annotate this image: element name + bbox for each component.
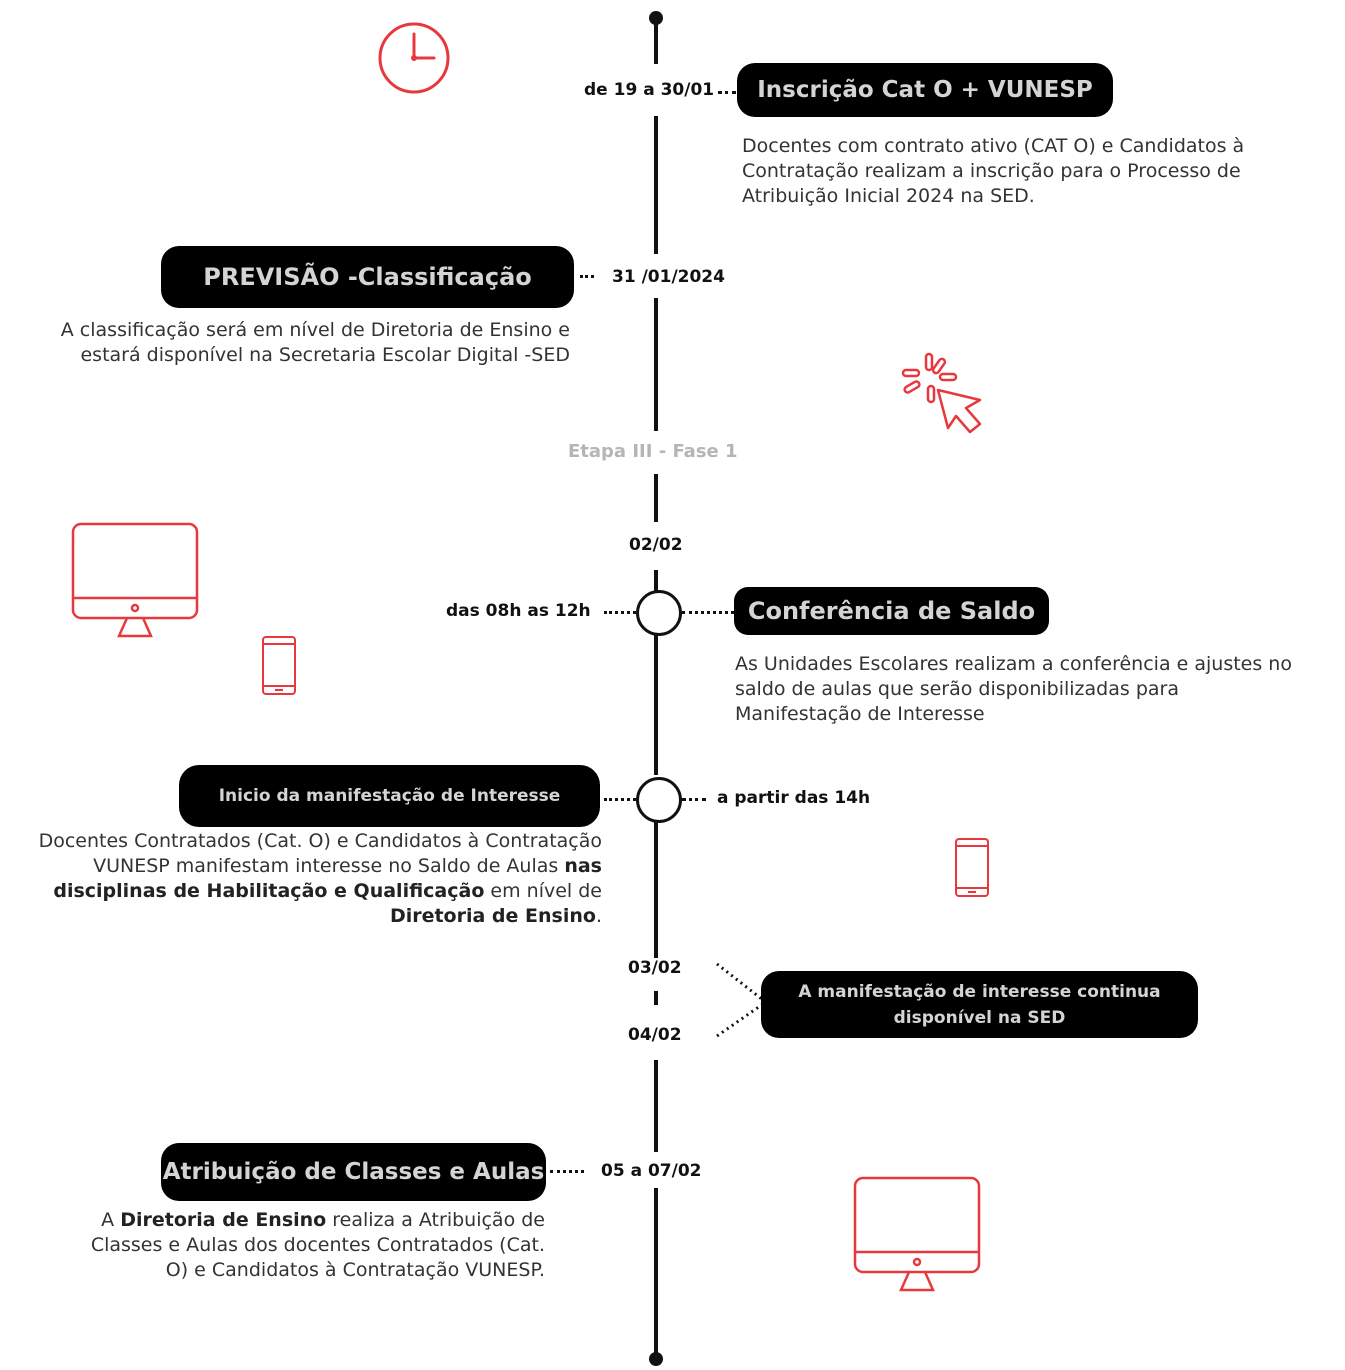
- continua-date-2: 04/02: [628, 1025, 682, 1045]
- timeline-start-dot: [649, 11, 663, 25]
- manifestacao-desc: Docentes Contratados (Cat. O) e Candidat…: [38, 830, 602, 927]
- continua-date-1: 03/02: [628, 958, 682, 978]
- inscricao-title: Inscrição Cat O + VUNESP: [737, 63, 1113, 117]
- conferencia-desc: As Unidades Escolares realizam a conferê…: [735, 653, 1292, 725]
- connector-dots: [604, 798, 636, 801]
- timeline-line: [654, 116, 658, 254]
- timeline-node: [636, 590, 682, 636]
- timeline-end-dot: [649, 1352, 663, 1366]
- classificacao-desc: A classificação será em nível de Diretor…: [60, 319, 570, 366]
- timeline-node: [636, 777, 682, 823]
- atribuicao-date: 05 a 07/02: [601, 1161, 702, 1181]
- inscricao-date: de 19 a 30/01: [584, 80, 715, 100]
- conferencia-title: Conferência de Saldo: [734, 587, 1049, 635]
- connector-dots: [718, 91, 736, 94]
- atribuicao-desc: A Diretoria de Ensino realiza a Atribuiç…: [90, 1209, 545, 1281]
- timeline-line: [654, 1188, 658, 1358]
- timeline-line: [654, 991, 658, 1005]
- day-label: 02/02: [629, 535, 683, 555]
- smartphone-icon: [262, 636, 296, 695]
- timeline-line: [654, 1060, 658, 1152]
- clock-icon: [378, 22, 450, 94]
- connector-dots: [580, 275, 594, 278]
- timeline-line: [654, 633, 658, 775]
- connector-dots: [716, 962, 764, 1038]
- continua-title: A manifestação de interesse continua dis…: [761, 971, 1198, 1038]
- smartphone-icon: [955, 838, 989, 897]
- conferencia-time: das 08h as 12h: [446, 601, 591, 621]
- stage-label: Etapa III - Fase 1: [568, 441, 738, 462]
- connector-dots: [682, 611, 734, 614]
- connector-dots: [550, 1170, 584, 1173]
- inscricao-desc: Docentes com contrato ativo (CAT O) e Ca…: [742, 135, 1245, 207]
- monitor-icon: [853, 1176, 981, 1292]
- timeline-line: [654, 818, 658, 958]
- monitor-icon: [71, 522, 199, 638]
- classificacao-title: PREVISÃO -Classificação: [161, 246, 574, 308]
- manifestacao-time: a partir das 14h: [717, 788, 871, 808]
- timeline-line: [654, 18, 658, 64]
- connector-dots: [682, 798, 706, 801]
- manifestacao-title: Inicio da manifestação de Interesse: [179, 765, 600, 827]
- timeline-line: [654, 570, 658, 592]
- connector-dots: [604, 611, 636, 614]
- timeline-line: [654, 474, 658, 522]
- classificacao-date: 31 /01/2024: [612, 267, 725, 287]
- timeline-line: [654, 298, 658, 431]
- click-cursor-icon: [901, 352, 982, 434]
- atribuicao-title: Atribuição de Classes e Aulas: [161, 1143, 546, 1201]
